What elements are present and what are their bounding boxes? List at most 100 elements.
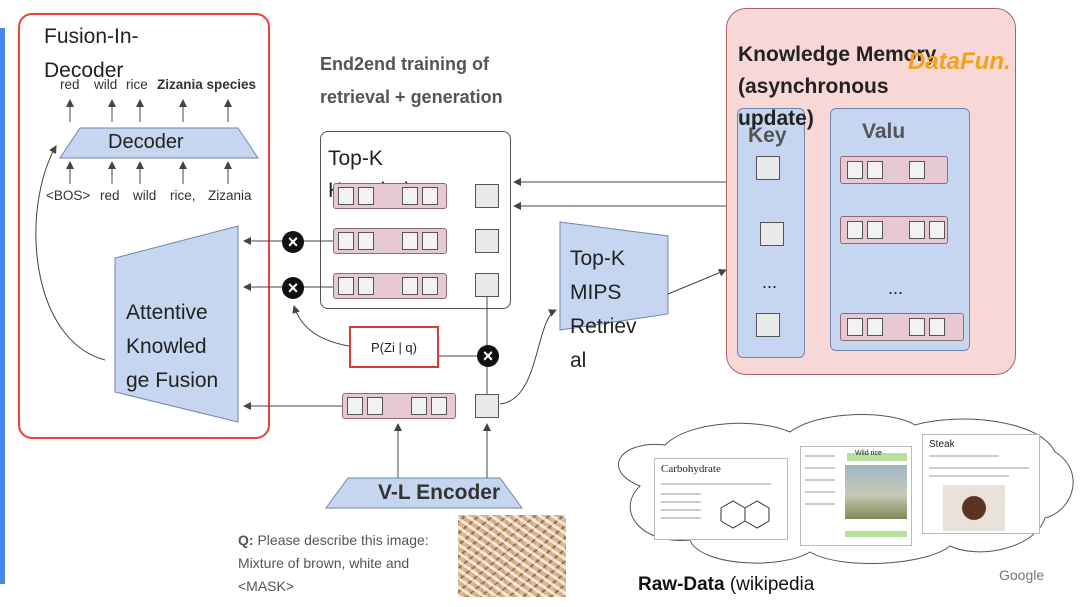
knowledge-row (333, 183, 447, 209)
datafun-watermark: DataFun. (908, 48, 1011, 75)
memory-value-label: Valu (862, 120, 906, 143)
fusion-label-line2: Knowled (126, 335, 207, 358)
wiki-page-carbohydrate: Carbohydrate (654, 458, 788, 540)
row-cell (929, 318, 945, 336)
decoder-output-0: red (60, 77, 80, 92)
encoder-label: V-L Encoder (378, 481, 501, 504)
row-cell (422, 187, 438, 205)
fusion-label-line3: ge Fusion (126, 369, 219, 392)
memory-key-square (760, 222, 784, 246)
wild-rice-photo (845, 465, 907, 519)
row-cell (867, 161, 883, 179)
memory-key-label: Key (748, 124, 787, 147)
row-cell (402, 232, 418, 250)
mips-label-line1: Top-K (570, 247, 625, 270)
topk-label-line1: Top-K (328, 147, 383, 170)
wiki-page-wild-rice: Wild rice (800, 446, 912, 546)
decoder-input-4: Zizania (208, 188, 252, 203)
query-line1: Q: Please describe this image: (238, 532, 429, 548)
row-cell (358, 277, 374, 295)
memory-value-row (840, 156, 948, 184)
raw-data-label-bold: Raw-Data (638, 574, 725, 595)
row-cell (909, 318, 925, 336)
row-cell (422, 232, 438, 250)
memory-title-line2: (asynchronous (738, 75, 889, 98)
wiki-page-title: Carbohydrate (661, 463, 721, 475)
mips-label-line4: al (570, 349, 587, 372)
row-cell (431, 397, 447, 415)
memory-title-line1: Knowledge Memory (738, 43, 937, 66)
row-cell (867, 221, 883, 239)
decoder-label: Decoder (108, 131, 184, 153)
memory-key-ellipsis: ... (762, 272, 778, 292)
row-cell (909, 161, 925, 179)
memory-key-square (756, 156, 780, 180)
memory-value-row (840, 313, 964, 341)
mips-block (559, 221, 669, 331)
row-cell (347, 397, 363, 415)
multiply-icon: × (282, 231, 304, 253)
row-cell (338, 232, 354, 250)
key-square (475, 229, 499, 253)
row-cell (402, 187, 418, 205)
fusion-in-decoder-box (18, 13, 270, 439)
decoder-output-3: Zizania species (157, 77, 257, 92)
multiply-icon: × (282, 277, 304, 299)
row-cell (847, 161, 863, 179)
key-square (475, 273, 499, 297)
molecule-icon (720, 500, 770, 529)
row-cell (867, 318, 883, 336)
memory-title-line3: update) (738, 107, 814, 130)
row-cell (358, 232, 374, 250)
query-key-square (475, 394, 499, 418)
decoder-block (59, 127, 259, 159)
query-embedding-row (342, 393, 456, 419)
decoder-output-2: rice (126, 77, 148, 92)
decoder-input-3: rice, (170, 188, 196, 203)
row-cell (402, 277, 418, 295)
key-square (475, 184, 499, 208)
row-cell (929, 221, 945, 239)
wiki-page-title: Steak (929, 439, 955, 450)
memory-value-row (840, 216, 948, 244)
row-cell (909, 221, 925, 239)
query-text-line1: Please describe this image: (257, 532, 429, 548)
row-cell (847, 318, 863, 336)
row-cell (422, 277, 438, 295)
decoder-input-2: wild (133, 188, 157, 203)
knowledge-row (333, 273, 447, 299)
decoder-input-1: red (100, 188, 120, 203)
training-note-line1: End2end training of (320, 54, 489, 74)
wiki-page-title: Wild rice (855, 450, 882, 457)
knowledge-row (333, 228, 447, 254)
row-cell (411, 397, 427, 415)
fid-title-line1: Fusion-In- (44, 25, 139, 48)
raw-data-label-rest: (wikipedia (729, 574, 815, 595)
query-prefix: Q: (238, 532, 254, 548)
probability-box: P(Zi | q) (349, 326, 439, 368)
attentive-fusion-block (114, 225, 239, 423)
memory-key-square (756, 313, 780, 337)
steak-photo (943, 485, 1005, 531)
row-cell (847, 221, 863, 239)
decoder-input-0: <BOS> (46, 188, 91, 203)
mips-label-line2: MIPS (570, 281, 622, 304)
fid-title-line2: Decoder (44, 59, 124, 82)
row-cell (338, 277, 354, 295)
vl-encoder-block (325, 477, 523, 509)
topk-knowledge-box (320, 131, 511, 309)
query-text-line3: <MASK> (238, 578, 295, 594)
left-accent-bar (0, 28, 5, 584)
multiply-icon: × (477, 345, 499, 367)
wiki-page-steak: Steak (922, 434, 1040, 534)
decoder-output-1: wild (94, 77, 118, 92)
raw-data-label: Raw-Data (wikipedia (638, 574, 814, 596)
row-cell (358, 187, 374, 205)
mips-label-line3: Retriev (570, 315, 637, 338)
rice-photo (458, 515, 566, 597)
fusion-label-line1: Attentive (126, 301, 208, 324)
row-cell (338, 187, 354, 205)
query-text-line2: Mixture of brown, white and (238, 555, 410, 571)
row-cell (367, 397, 383, 415)
training-note-line2: retrieval + generation (320, 87, 503, 107)
